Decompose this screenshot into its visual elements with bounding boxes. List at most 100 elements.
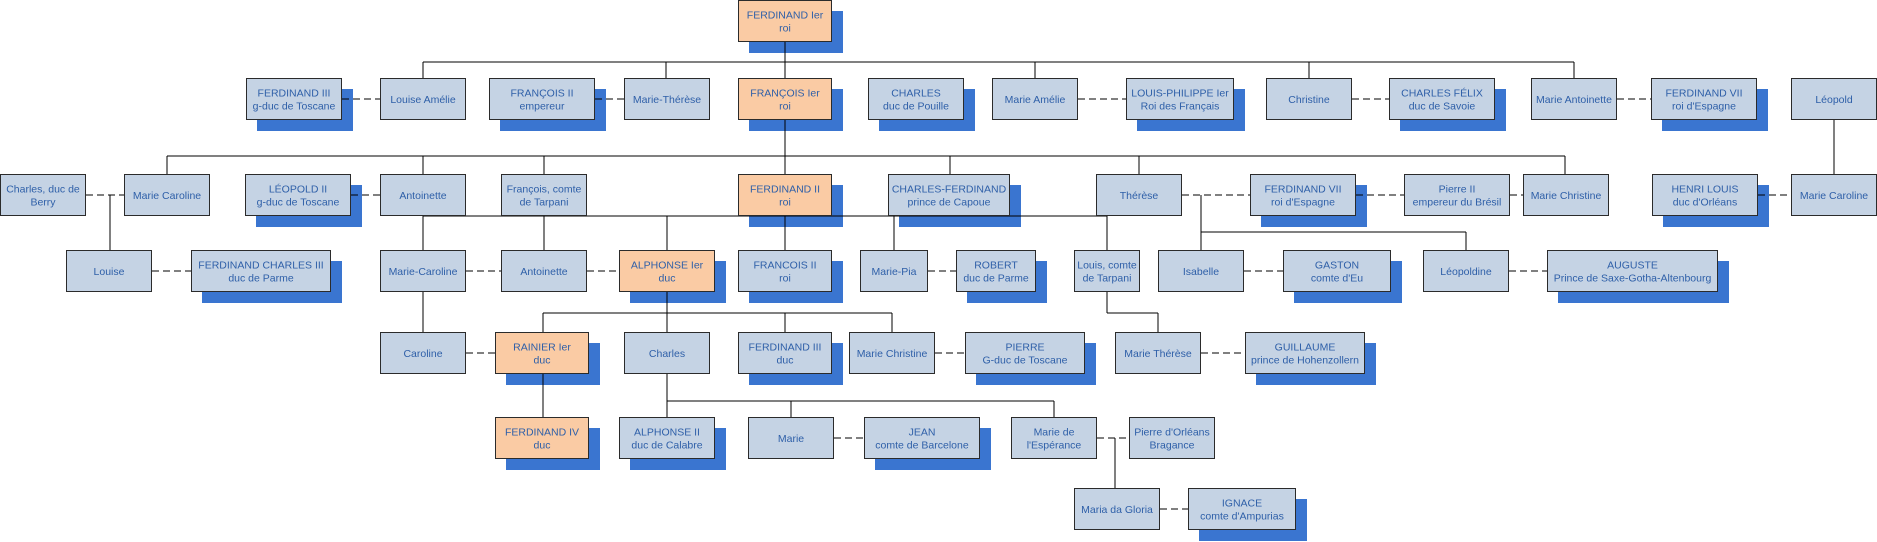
person-box-mantoinette: Marie Antoinette xyxy=(1531,78,1617,120)
person-title: roi d'Espagne xyxy=(1672,101,1736,113)
person-name: Marie xyxy=(778,433,804,445)
person-box-bg xyxy=(1115,332,1201,374)
person-name: FRANÇOIS II xyxy=(510,88,573,100)
person-box-bg xyxy=(1074,488,1160,530)
person-name: IGNACE xyxy=(1222,498,1262,510)
person-box-isabelle: Isabelle xyxy=(1158,250,1244,292)
person-name: FRANCOIS II xyxy=(753,260,816,272)
person-name: GASTON xyxy=(1315,260,1359,272)
person-title: g-duc de Toscane xyxy=(253,101,336,113)
person-title: Berry xyxy=(30,197,56,209)
person-box-bg xyxy=(1389,78,1495,120)
person-box-bg xyxy=(380,78,466,120)
person-box-bg xyxy=(489,78,595,120)
person-box-bg xyxy=(1404,174,1510,216)
person-name: François, comte xyxy=(507,184,582,196)
person-box-bg xyxy=(888,174,1010,216)
person-box-bg xyxy=(1423,250,1509,292)
person-title: prince de Capoue xyxy=(908,197,991,209)
person-box-leopoldine: Léopoldine xyxy=(1423,250,1509,292)
person-box-bg xyxy=(501,250,587,292)
person-box-bg xyxy=(738,174,832,216)
person-box-bg xyxy=(624,78,710,120)
person-box-leop2: LÉOPOLD IIg-duc de Toscane xyxy=(245,174,351,216)
person-box-mgloria: Maria da Gloria xyxy=(1074,488,1160,530)
person-box-bg xyxy=(245,174,351,216)
person-name: FERDINAND CHARLES III xyxy=(198,260,323,272)
person-box-bg xyxy=(1652,174,1758,216)
person-name: Isabelle xyxy=(1183,266,1219,278)
person-box-bg xyxy=(864,417,980,459)
person-title: G-duc de Toscane xyxy=(982,355,1067,367)
person-name: Marie-Caroline xyxy=(389,266,458,278)
person-name: Marie-Thérèse xyxy=(633,94,701,106)
person-box-mtherese2: Marie Thérèse xyxy=(1115,332,1201,374)
person-box-bg xyxy=(1158,250,1244,292)
person-name: Thérèse xyxy=(1120,190,1159,202)
person-title: roi d'Espagne xyxy=(1271,197,1335,209)
person-name: Louis, comte xyxy=(1077,260,1137,272)
person-title: roi xyxy=(779,23,791,35)
person-name: GUILLAUME xyxy=(1275,342,1336,354)
person-name: CHARLES xyxy=(891,88,941,100)
person-box-bg xyxy=(738,0,832,42)
person-box-bg xyxy=(380,250,466,292)
person-title: duc de Pouille xyxy=(883,101,949,113)
person-box-bg xyxy=(956,250,1036,292)
person-box-caroline: Caroline xyxy=(380,332,466,374)
person-name: Louise xyxy=(94,266,125,278)
person-name: RAINIER Ier xyxy=(513,342,571,354)
person-box-mesperance: Marie del'Espérance xyxy=(1011,417,1097,459)
person-box-bg xyxy=(1126,78,1234,120)
person-box-mchristine1: Marie Christine xyxy=(1523,174,1609,216)
person-name: PIERRE xyxy=(1005,342,1044,354)
person-box-bg xyxy=(380,174,466,216)
person-box-antoinette2: Antoinette xyxy=(501,250,587,292)
person-box-bg xyxy=(495,417,589,459)
person-box-mamelie: Marie Amélie xyxy=(992,78,1078,120)
person-name: Marie Christine xyxy=(857,348,928,360)
person-name: Marie Antoinette xyxy=(1536,94,1612,106)
person-box-bg xyxy=(1547,250,1718,292)
person-name: ALPHONSE Ier xyxy=(631,260,704,272)
person-name: AUGUSTE xyxy=(1607,260,1658,272)
person-box-bg xyxy=(748,417,834,459)
person-box-mtherese1: Marie-Thérèse xyxy=(624,78,710,120)
person-box-bg xyxy=(1011,417,1097,459)
person-title: roi xyxy=(779,197,791,209)
person-title: comte d'Ampurias xyxy=(1200,511,1284,523)
person-title: duc de Savoie xyxy=(1409,101,1476,113)
person-name: CHARLES-FERDINAND xyxy=(892,184,1007,196)
person-name: CHARLES FÉLIX xyxy=(1401,87,1483,100)
person-title: duc xyxy=(659,273,676,285)
person-name: FERDINAND II xyxy=(750,184,820,196)
person-name: Marie Caroline xyxy=(1800,190,1868,202)
person-box-bg xyxy=(1651,78,1757,120)
person-title: comte de Barcelone xyxy=(875,440,969,452)
person-box-bg xyxy=(66,250,152,292)
person-title: comte d'Eu xyxy=(1311,273,1363,285)
person-box-bg xyxy=(124,174,210,216)
person-title: roi xyxy=(779,101,791,113)
person-box-bg xyxy=(191,250,331,292)
person-box-bg xyxy=(1283,250,1391,292)
person-title: g-duc de Toscane xyxy=(257,197,340,209)
person-title: duc de Calabre xyxy=(631,440,702,452)
person-box-bg xyxy=(619,417,715,459)
person-title: duc de Parme xyxy=(228,273,294,285)
person-box-christine: Christine xyxy=(1266,78,1352,120)
